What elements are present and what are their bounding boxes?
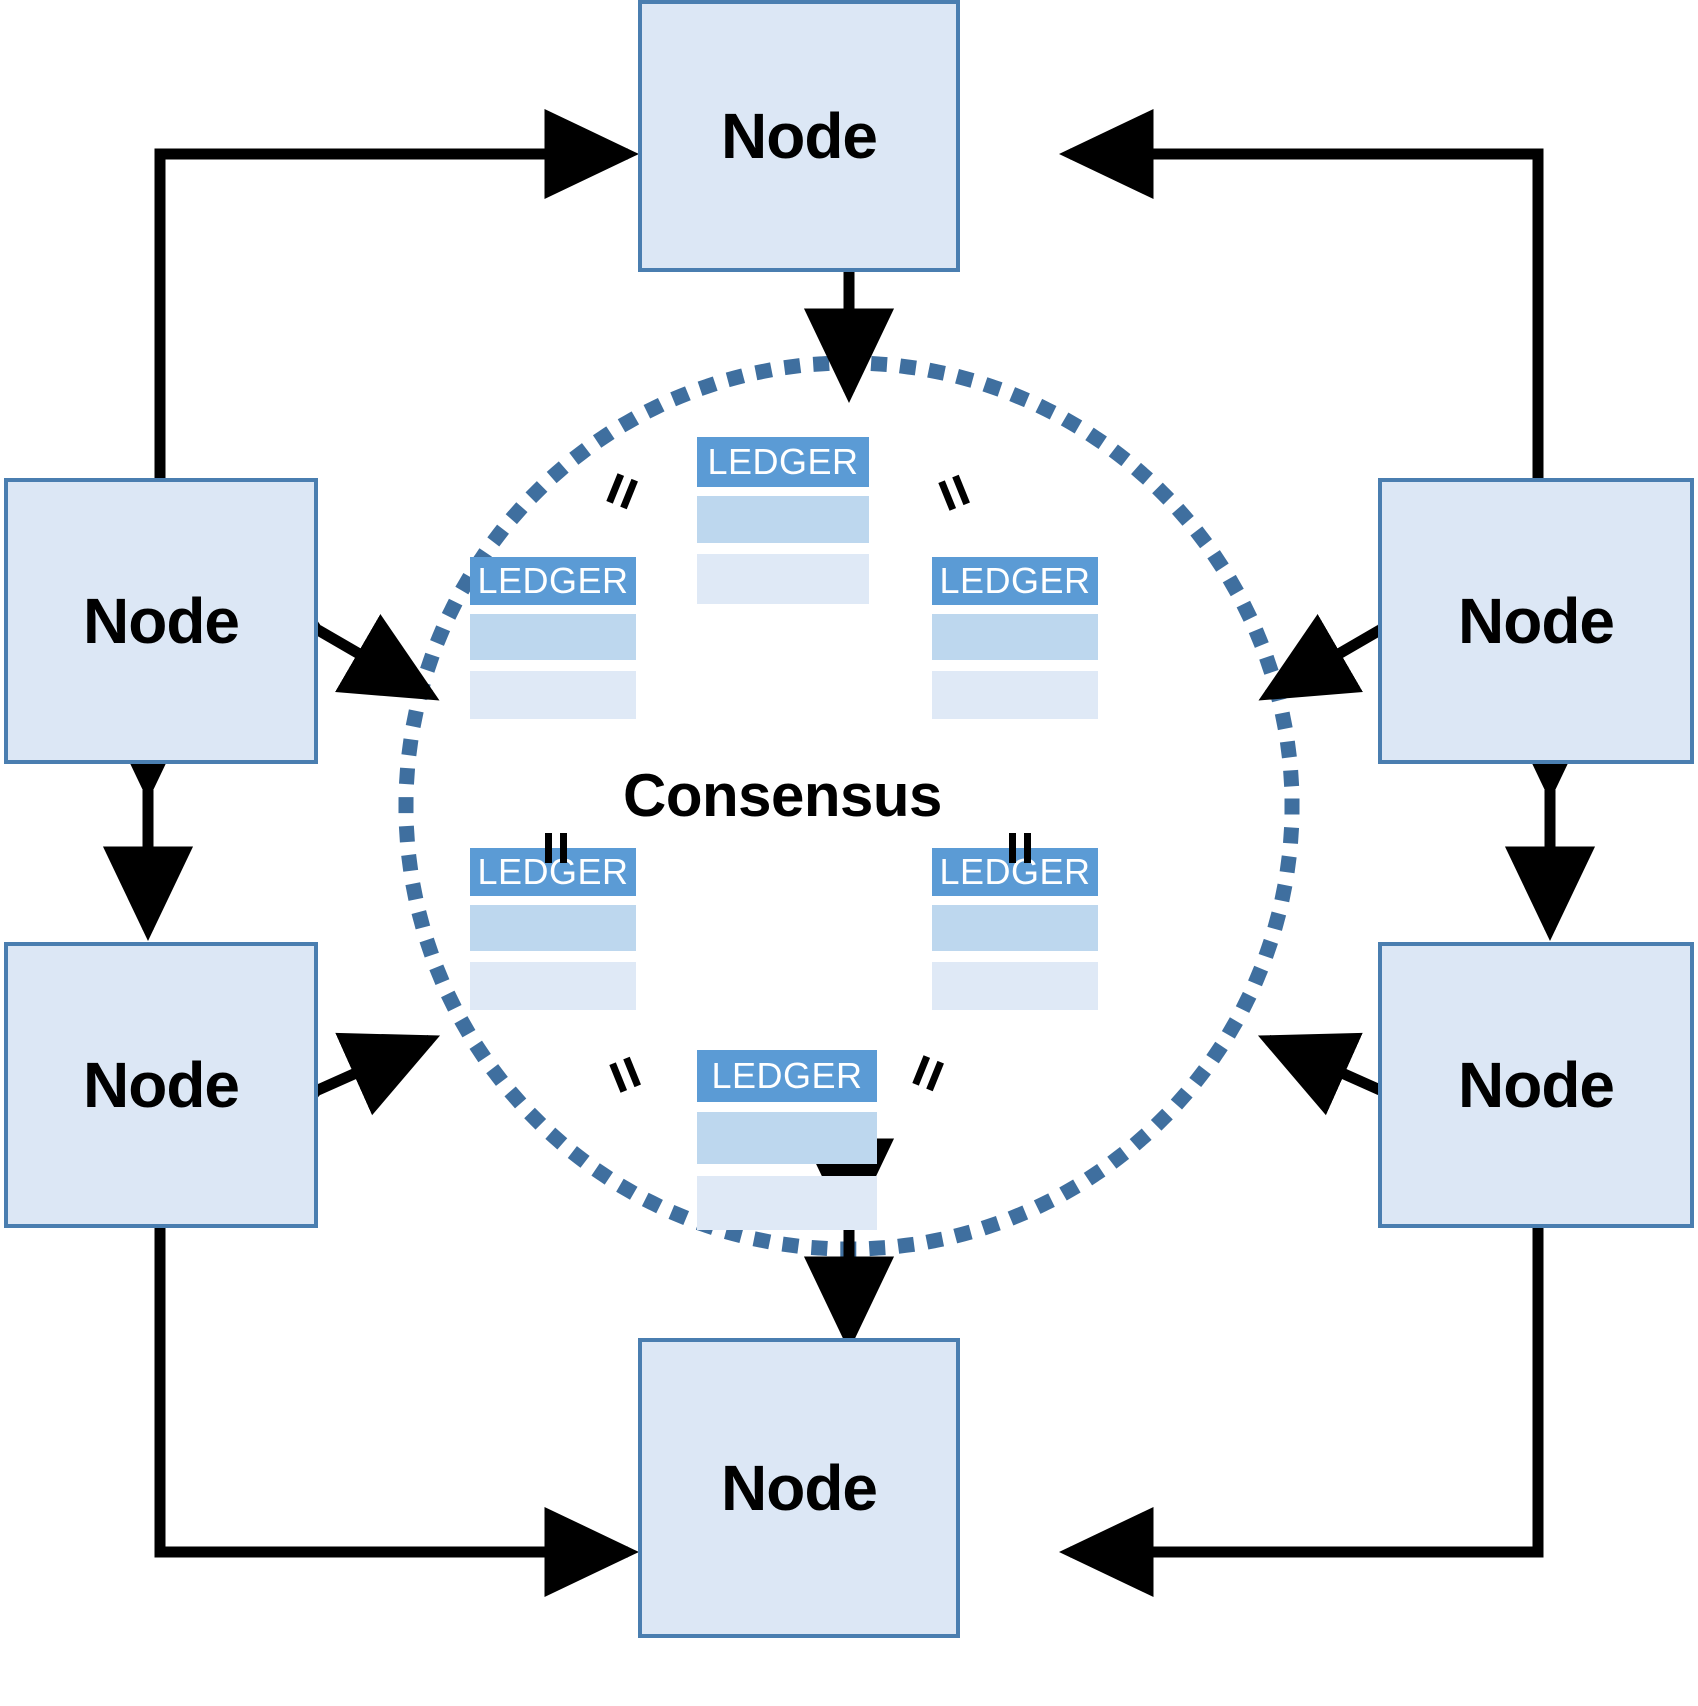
- ledger-row-dark: [932, 905, 1098, 951]
- node-box-right-lower[interactable]: Node: [1378, 942, 1694, 1228]
- node-box-left-upper[interactable]: Node: [4, 478, 318, 764]
- ledger-header: LEDGER: [470, 557, 636, 605]
- ledger-row-light: [470, 671, 636, 719]
- ledger-row-dark: [932, 614, 1098, 660]
- node-box-right-upper[interactable]: Node: [1378, 478, 1694, 764]
- ledger-gap: [932, 951, 1098, 962]
- ledger-gap: [697, 543, 869, 554]
- ledger-header: LEDGER: [932, 848, 1098, 896]
- ledger-row-dark: [470, 905, 636, 951]
- ledger-card-top[interactable]: LEDGER: [697, 437, 869, 604]
- ledger-header: LEDGER: [697, 437, 869, 487]
- ledger-header: LEDGER: [932, 557, 1098, 605]
- ledger-row-dark: [697, 496, 869, 543]
- ledger-row-light: [932, 671, 1098, 719]
- ledger-header: LEDGER: [697, 1050, 877, 1102]
- ledger-card-upper-left[interactable]: LEDGER: [470, 557, 636, 719]
- arrow-rightupper-to-top: [1058, 108, 1544, 478]
- ledger-gap: [932, 605, 1098, 614]
- arrow-rightlower-node-to-consensus: [1257, 1032, 1475, 1166]
- arrow-leftlower-to-bottom: [154, 1228, 640, 1598]
- ledger-gap: [697, 487, 869, 496]
- ledger-card-lower-right[interactable]: LEDGER: [932, 848, 1098, 1010]
- node-label: Node: [83, 585, 240, 657]
- arrow-leftupper-to-top: [154, 108, 640, 478]
- node-label: Node: [1458, 1049, 1615, 1121]
- consensus-label: Consensus: [623, 762, 942, 829]
- arrow-leftupper-node-to-consensus: [223, 549, 440, 701]
- node-label: Node: [721, 1452, 878, 1524]
- node-box-bottom[interactable]: Node: [638, 1338, 960, 1638]
- ledger-row-dark: [470, 614, 636, 660]
- ledger-gap: [932, 660, 1098, 671]
- node-box-top[interactable]: Node: [638, 0, 960, 272]
- ledger-gap: [932, 896, 1098, 905]
- equality-mark-middle-right: [1005, 833, 1039, 863]
- ledger-gap: [697, 1164, 877, 1176]
- arrow-leftlower-node-to-consensus: [223, 1032, 441, 1166]
- ledger-row-dark: [697, 1112, 877, 1164]
- node-label: Node: [83, 1049, 240, 1121]
- ledger-row-light: [697, 554, 869, 604]
- node-label: Node: [1458, 585, 1615, 657]
- ledger-row-light: [470, 962, 636, 1010]
- ledger-gap: [697, 1102, 877, 1112]
- ledger-card-bottom[interactable]: LEDGER: [697, 1050, 877, 1230]
- ledger-row-light: [932, 962, 1098, 1010]
- ledger-row-light: [697, 1176, 877, 1230]
- ledger-card-lower-left[interactable]: LEDGER: [470, 848, 636, 1010]
- node-box-left-lower[interactable]: Node: [4, 942, 318, 1228]
- ledger-gap: [470, 896, 636, 905]
- ledger-gap: [470, 605, 636, 614]
- ledger-card-upper-right[interactable]: LEDGER: [932, 557, 1098, 719]
- node-label: Node: [721, 100, 878, 172]
- equality-mark-middle-left: [541, 833, 575, 863]
- ledger-gap: [470, 660, 636, 671]
- ledger-gap: [470, 951, 636, 962]
- arrow-rightlower-to-bottom: [1058, 1228, 1544, 1598]
- ledger-header: LEDGER: [470, 848, 636, 896]
- arrow-rightupper-node-to-consensus: [1258, 549, 1475, 701]
